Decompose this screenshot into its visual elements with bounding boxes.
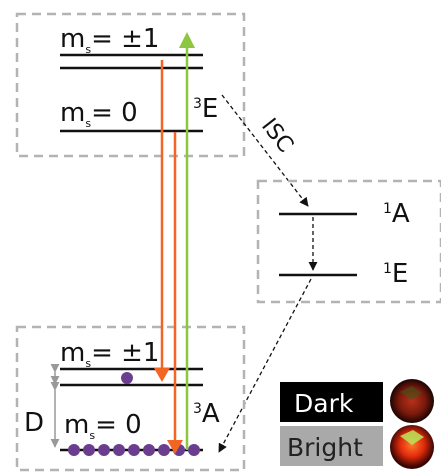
isc-label: ISC [256,114,298,158]
population-dot [188,444,200,456]
excited-lower-label: ms= 0 [60,98,138,130]
population-dot [158,444,170,456]
fluorescence-arrowhead-upper [154,368,170,382]
population-dots-lower [68,444,200,456]
excited-state-group: ms= ±1 ms= 0 3E [17,14,244,156]
dark-state-sphere-icon [390,379,434,423]
singlet-box [258,181,441,302]
optical-transitions [154,32,195,454]
excited-upper-label: ms= ±1 [60,24,159,56]
population-dot-upper [121,372,133,384]
population-dot [68,444,80,456]
ground-upper-label: ms= ±1 [60,338,159,370]
singlet-1e-label: 1E [383,259,408,289]
population-dot [128,444,140,456]
population-dot [143,444,155,456]
ground-lower-label: ms= 0 [64,410,142,442]
population-dot [83,444,95,456]
ground-term-symbol: 3A [193,399,220,429]
population-dot [113,444,125,456]
excited-term-symbol: 3E [193,94,218,124]
singlet-group: 1A 1E [258,181,441,302]
dark-badge-label: Dark [294,389,354,418]
ground-state-group: ms= ±1 ms= 0 3A D [17,327,244,470]
legend: Dark Bright [280,379,434,469]
population-dot [98,444,110,456]
laser-arrowhead [179,32,195,48]
zfs-D-label: D [24,408,44,438]
isc-arrow [222,95,308,206]
bright-badge-label: Bright [287,433,363,462]
singlet-1a-label: 1A [383,199,410,229]
